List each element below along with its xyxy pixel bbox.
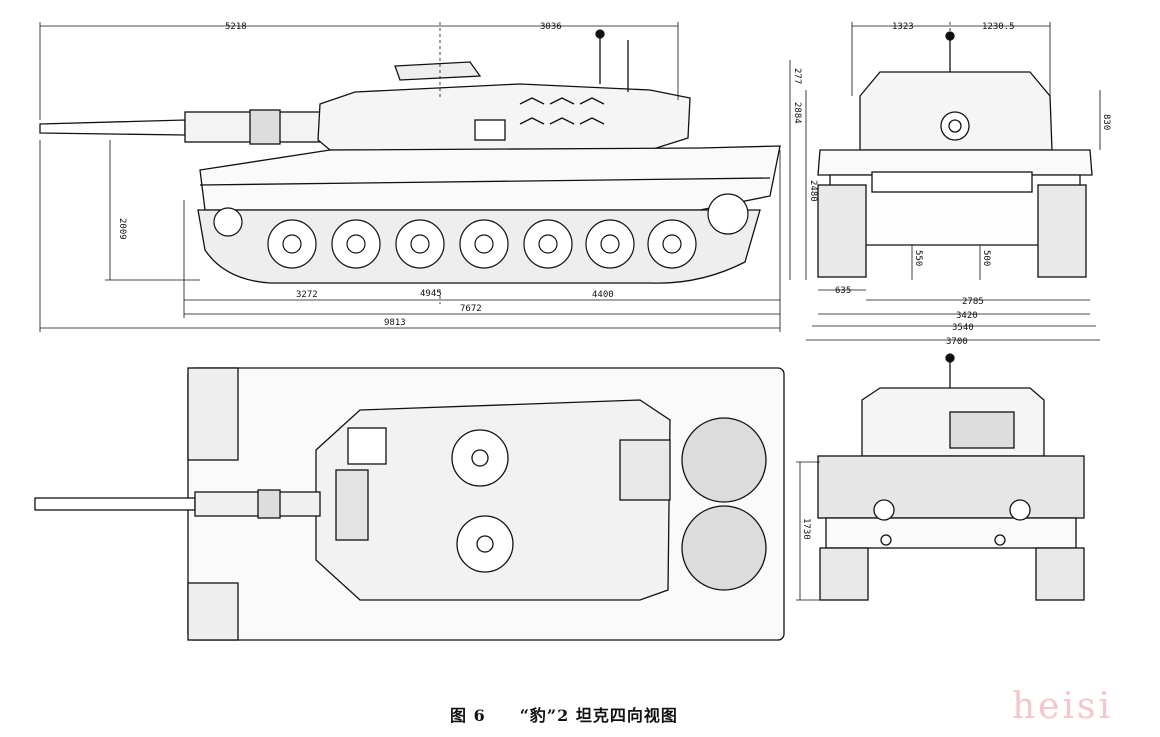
dim-2480: 2480: [808, 180, 818, 202]
front-view-dimension-lines: [789, 22, 1101, 341]
dim-2884: 2884: [792, 102, 802, 124]
side-view-dimension-labels: 5218 3036 2009 3272 4945 4400 7672 9813: [117, 22, 614, 328]
figure-caption: 图 6 “豹”2 坦克四向视图: [450, 702, 712, 726]
watermark: heisi: [1012, 686, 1113, 727]
dim-7672: 7672: [460, 304, 482, 314]
rear-view: [817, 353, 1085, 601]
dim-635: 635: [835, 286, 851, 296]
dim-500: 500: [981, 250, 991, 266]
dim-3036: 3036: [540, 22, 562, 32]
dim-3272: 3272: [296, 290, 318, 300]
dim-4945: 4945: [420, 289, 442, 299]
dim-3700: 3700: [946, 337, 968, 347]
dim-550: 550: [913, 250, 923, 266]
dim-1730: 1730: [801, 518, 811, 540]
side-view-dimension-lines: [39, 22, 781, 332]
dim-830: 830: [1101, 114, 1111, 130]
top-view: [34, 367, 785, 641]
front-view: [817, 31, 1093, 278]
dim-9813: 9813: [384, 318, 406, 328]
dim-3420: 3420: [956, 311, 978, 321]
dim-4400: 4400: [592, 290, 614, 300]
side-view: [39, 29, 781, 284]
figure-number: 图 6: [450, 706, 486, 725]
figure-title: “豹”2 坦克四向视图: [519, 706, 678, 725]
front-view-dimension-labels: 1323 1230.5 277 2884 2480 830 550 500 63…: [792, 22, 1111, 347]
dim-2009: 2009: [117, 218, 127, 240]
dim-5218: 5218: [225, 22, 247, 32]
dim-2785: 2785: [962, 297, 984, 307]
dim-1323: 1323: [892, 22, 914, 32]
dim-277: 277: [792, 68, 802, 84]
dim-3540: 3540: [952, 323, 974, 333]
rear-view-dimension-lines: [796, 461, 820, 601]
dim-1230-5: 1230.5: [982, 22, 1015, 32]
